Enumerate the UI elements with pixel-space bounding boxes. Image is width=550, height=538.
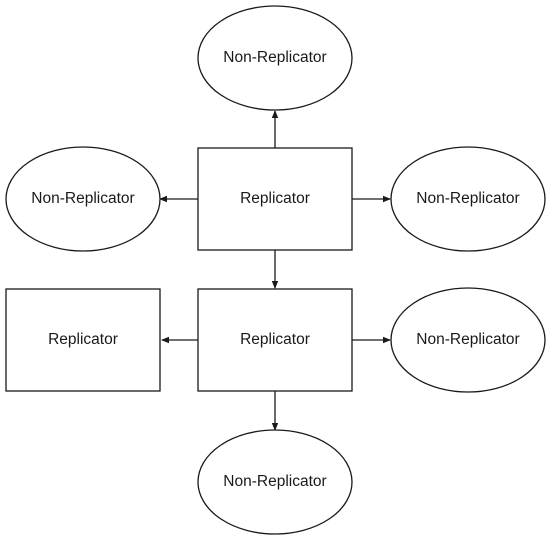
- node-center-lower-replicator: Replicator: [197, 288, 353, 392]
- node-bottom-label: Non-Replicator: [223, 473, 326, 490]
- node-center-upper-label: Replicator: [240, 190, 310, 207]
- node-bottom-non-replicator: Non-Replicator: [197, 429, 353, 535]
- node-right-lower-non-replicator: Non-Replicator: [390, 287, 546, 393]
- node-right-lower-label: Non-Replicator: [416, 331, 519, 348]
- node-left-replicator: Replicator: [5, 288, 161, 392]
- node-right-upper-label: Non-Replicator: [416, 190, 519, 207]
- node-left-label: Non-Replicator: [31, 190, 134, 207]
- node-center-lower-label: Replicator: [240, 331, 310, 348]
- node-top-label: Non-Replicator: [223, 49, 326, 66]
- node-right-upper-non-replicator: Non-Replicator: [390, 146, 546, 252]
- node-left-box-label: Replicator: [48, 331, 118, 348]
- node-left-non-replicator: Non-Replicator: [5, 146, 161, 252]
- node-center-upper-replicator: Replicator: [197, 147, 353, 251]
- node-top-non-replicator: Non-Replicator: [197, 5, 353, 111]
